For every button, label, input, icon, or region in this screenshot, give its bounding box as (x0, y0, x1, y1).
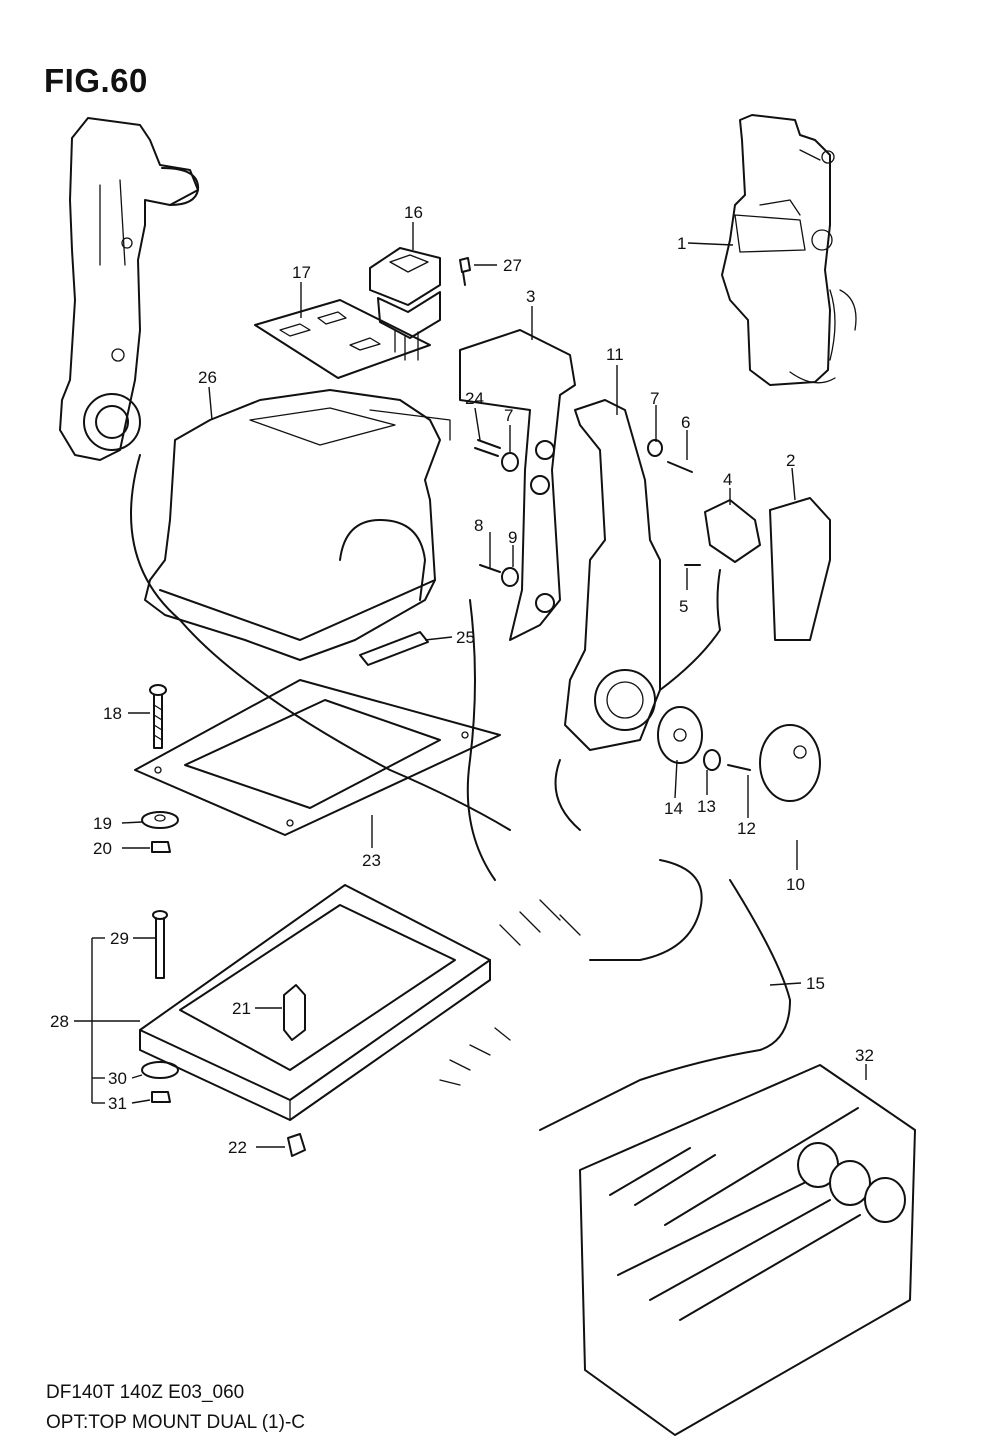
callout-10: 10 (786, 875, 805, 894)
callout-3: 3 (526, 287, 535, 306)
callout-25: 25 (456, 628, 475, 647)
fasteners-left (141, 684, 179, 853)
callout-7b: 7 (504, 406, 513, 425)
switch-part (369, 247, 441, 361)
mounting-base (139, 884, 491, 1157)
callout-12: 12 (737, 819, 756, 838)
complete-control-box (721, 114, 857, 386)
seal-part (359, 631, 429, 666)
callout-27: 27 (503, 256, 522, 275)
gasket-plate (134, 679, 501, 836)
callout-29: 29 (110, 929, 129, 948)
callout-19: 19 (93, 814, 112, 833)
leader-lines (74, 222, 867, 1148)
callout-6: 6 (681, 413, 690, 432)
footer-model-code: DF140T 140Z E03_060 (46, 1382, 245, 1403)
lever-arms (459, 329, 661, 751)
figure-footer: DF140T 140Z E03_060 OPT:TOP MOUNT DUAL (… (46, 1378, 305, 1438)
lever-cover-parts (657, 706, 821, 802)
callout-5: 5 (679, 597, 688, 616)
callout-9: 9 (508, 528, 517, 547)
callout-13: 13 (697, 797, 716, 816)
cover-housing (144, 389, 451, 661)
left-control-lever (59, 117, 200, 461)
lock-part (283, 984, 306, 1041)
callout-18: 18 (103, 704, 122, 723)
callout-16: 16 (404, 203, 423, 222)
callout-31: 31 (108, 1094, 127, 1113)
callout-8: 8 (474, 516, 483, 535)
callout-1: 1 (677, 234, 686, 253)
callout-4: 4 (723, 470, 732, 489)
callout-14: 14 (664, 799, 683, 818)
fasteners-mid (459, 257, 693, 587)
callout-7a: 7 (650, 389, 659, 408)
callout-30: 30 (108, 1069, 127, 1088)
callout-numbers: 1 2 3 4 5 6 7 7 8 9 10 11 12 13 14 15 16… (50, 203, 874, 1157)
plate-part (254, 299, 431, 379)
neutral-switch-parts (659, 497, 831, 691)
callout-24: 24 (465, 389, 484, 408)
callout-32: 32 (855, 1046, 874, 1065)
callout-26: 26 (198, 368, 217, 387)
callout-21: 21 (232, 999, 251, 1018)
callout-15: 15 (806, 974, 825, 993)
callout-23: 23 (362, 851, 381, 870)
callout-28: 28 (50, 1012, 69, 1031)
callout-17: 17 (292, 263, 311, 282)
callout-20: 20 (93, 839, 112, 858)
accessory-kit (579, 1064, 916, 1436)
wire-harness (130, 454, 791, 1131)
callout-11: 11 (606, 345, 624, 364)
footer-option-name: OPT:TOP MOUNT DUAL (1)-C (46, 1412, 305, 1433)
figure-title: FIG.60 (44, 62, 148, 99)
callout-2: 2 (786, 451, 795, 470)
callout-22: 22 (228, 1138, 247, 1157)
